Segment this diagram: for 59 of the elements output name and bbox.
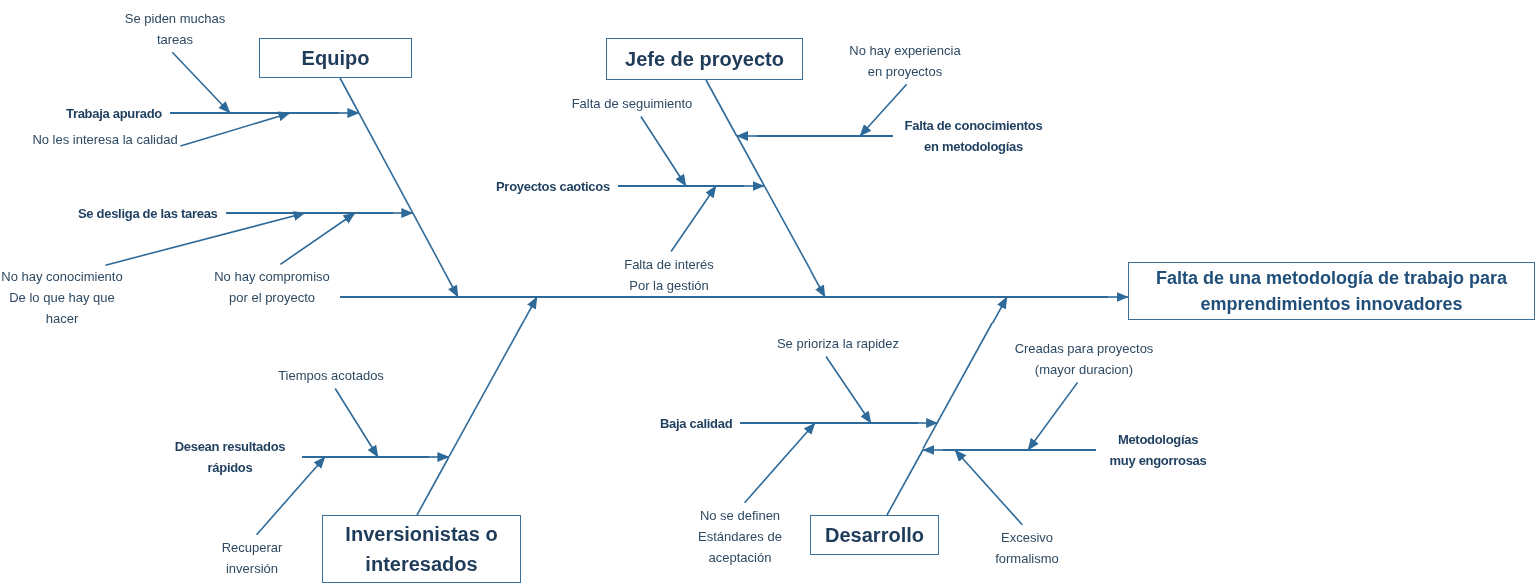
bone-line [886,448,925,516]
sub-cause-label: No hay experiencia en proyectos [842,40,968,82]
cause-label: Proyectos caoticos [496,177,610,196]
arrow [809,269,826,298]
category-box: Inversionistas o interesados [322,515,521,583]
sub-cause-label: Tiempos acotados [278,365,384,386]
sub-cause-label: No les interesa la calidad [32,129,178,150]
bone-line [448,323,523,457]
arrow [334,387,379,458]
bone-line [923,323,993,449]
arrow [104,211,306,266]
arrow [640,115,687,187]
cause-label: Se desliga de las tareas [78,204,218,223]
sub-cause-label: Falta de seguimiento [571,93,693,114]
arrow [279,212,356,266]
effect-box: Falta de una metodología de trabajo para emprendimientos innovadores [1128,262,1535,320]
arrow [255,456,326,536]
bone-line [736,136,811,271]
arrow [521,296,538,325]
sub-cause-label: No se definen Estándares de aceptación [690,505,790,568]
category-box: Equipo [259,38,412,78]
category-box: Jefe de proyecto [606,38,803,80]
arrow [743,422,816,504]
sub-cause-label: Excesivo formalismo [987,527,1067,569]
sub-cause-label: Se prioriza la rapidez [776,333,900,354]
arrow [917,418,939,428]
arrow [954,449,1024,526]
arrow [670,185,717,253]
bone-line [705,79,738,137]
arrow [922,445,944,455]
arrow [743,181,765,191]
arrow [443,269,459,298]
sub-cause-label: Creadas para proyectos (mayor duracion) [1009,338,1159,380]
cause-label: Metodologías muy engorrosas [1108,431,1208,470]
arrow [179,111,291,147]
arrow [428,452,450,462]
cause-label: Desean resultados rápidos [173,438,287,477]
sub-cause-label: Falta de interés Por la gestión [616,254,722,296]
sub-cause-label: No hay conocimiento De lo que hay que hacer [0,266,127,329]
arrow [859,83,908,137]
bone-line [358,113,444,271]
cause-label: Baja calidad [660,414,733,433]
bone-line [339,77,360,114]
sub-cause-label: Recuperar inversión [212,537,292,579]
arrow [1107,292,1129,302]
cause-label: Falta de conocimientos en metodologías [903,117,1044,156]
arrow [825,355,872,424]
arrow [1027,381,1079,451]
spine-line [340,296,1108,298]
arrow [171,51,231,114]
arrow [338,108,360,118]
sub-cause-label: Se piden muchas tareas [117,8,233,50]
arrow [392,208,414,218]
arrow [735,131,758,141]
bone-line [416,456,450,516]
cause-label: Trabaja apurado [66,104,162,123]
category-box: Desarrollo [810,515,939,555]
sub-cause-label: No hay compromiso por el proyecto [212,266,332,308]
arrow [991,296,1008,325]
